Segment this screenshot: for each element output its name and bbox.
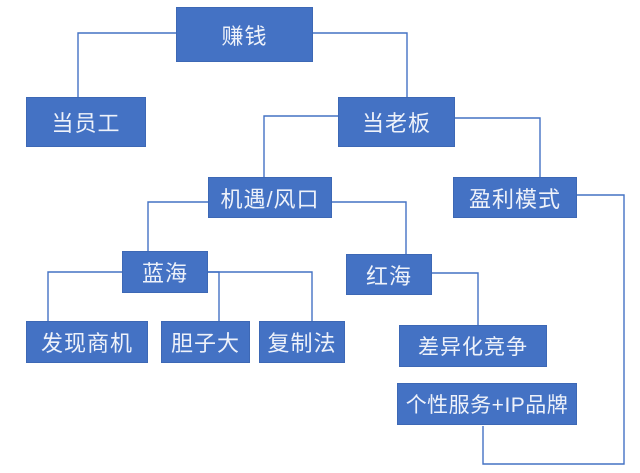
connector-blue-ocean-boldness bbox=[208, 271, 220, 321]
node-be-employee: 当员工 bbox=[26, 97, 146, 147]
connector-red-ocean-differentiation bbox=[432, 272, 479, 325]
connector-opportunity-trend-red-ocean bbox=[332, 201, 407, 254]
node-personal-service-ip: 个性服务+IP品牌 bbox=[397, 383, 577, 425]
node-be-boss: 当老板 bbox=[338, 97, 455, 147]
node-spot-opportunity: 发现商机 bbox=[26, 321, 148, 363]
node-opportunity-trend: 机遇/风口 bbox=[208, 177, 332, 218]
connector-blue-ocean-spot-opportunity bbox=[47, 271, 122, 321]
connector-blue-ocean-copy-method bbox=[208, 271, 313, 321]
node-profit-model: 盈利模式 bbox=[453, 177, 577, 218]
connector-make-money-be-boss bbox=[313, 32, 408, 97]
node-red-ocean: 红海 bbox=[346, 254, 432, 295]
connector-be-boss-profit-model bbox=[455, 117, 541, 177]
node-make-money: 赚钱 bbox=[176, 7, 313, 62]
node-copy-method: 复制法 bbox=[259, 321, 345, 363]
node-differentiation: 差异化竞争 bbox=[399, 325, 547, 367]
connector-opportunity-trend-blue-ocean bbox=[147, 201, 208, 251]
connector-be-boss-opportunity-trend bbox=[263, 115, 338, 177]
connector-make-money-be-employee bbox=[77, 32, 176, 97]
node-boldness: 胆子大 bbox=[161, 321, 250, 363]
node-blue-ocean: 蓝海 bbox=[122, 251, 208, 293]
connector-profit-model-personal-service-ip bbox=[482, 194, 625, 465]
